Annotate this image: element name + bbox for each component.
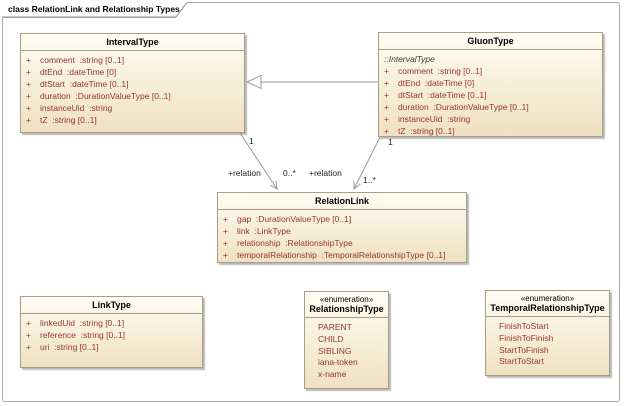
attribute-row: +dtStart :dateTime [0..1] xyxy=(384,90,487,100)
role-label: +relation xyxy=(309,168,342,178)
class-name: TemporalRelationshipType xyxy=(490,303,605,313)
enum-literal: FinishToStart xyxy=(499,321,549,331)
attribute-row: +dtEnd :dateTime [0] xyxy=(384,78,475,88)
diagram-frame xyxy=(2,2,620,402)
diagram-title-tab: class RelationLink and Relationship Type… xyxy=(2,2,188,18)
attribute-row: +comment :string [0..1] xyxy=(26,55,125,65)
enum-literal: CHILD xyxy=(318,333,344,344)
attribute-compartment: +linkedUid :string [0..1] +reference :st… xyxy=(21,314,202,353)
attribute-row: +dtStart :dateTime [0..1] xyxy=(26,79,129,89)
class-name: GluonType xyxy=(467,36,514,46)
class-linktype[interactable]: LinkType +linkedUid :string [0..1] +refe… xyxy=(20,296,203,368)
enum-temporalrelationshiptype[interactable]: «enumeration» TemporalRelationshipType F… xyxy=(485,290,610,376)
attribute-row: +instanceUid :string xyxy=(384,114,471,124)
stereotype-label: «enumeration» xyxy=(319,295,374,304)
class-relationlink[interactable]: RelationLink +gap :DurationValueType [0.… xyxy=(217,192,467,263)
class-name: LinkType xyxy=(92,300,131,310)
attribute-row: +dtEnd :dateTime [0] xyxy=(26,67,117,77)
attribute-row: +comment :string [0..1] xyxy=(384,66,483,76)
class-intervaltype[interactable]: IntervalType +comment :string [0..1] +dt… xyxy=(20,33,245,133)
class-name: RelationshipType xyxy=(309,304,384,314)
enum-literal: x-name xyxy=(318,369,347,380)
attribute-row: +tZ :string [0..1] xyxy=(384,126,455,136)
compartment-separator xyxy=(379,49,602,50)
attribute-compartment: +gap :DurationValueType [0..1] +link :Li… xyxy=(218,210,466,261)
attribute-row: +instanceUid :string xyxy=(26,103,113,113)
attribute-row: +gap :DurationValueType [0..1] xyxy=(223,214,352,224)
class-gluontype[interactable]: GluonType ::IntervalType +comment :strin… xyxy=(378,32,603,137)
multiplicity-label: 1 xyxy=(249,136,254,146)
attribute-row: +duration :DurationValueType [0..1] xyxy=(26,91,171,101)
enum-literal: SIBLING xyxy=(318,345,352,356)
attribute-row: +tZ :string [0..1] xyxy=(26,115,97,125)
attribute-row: +relationship :RelationshipType xyxy=(223,238,353,248)
compartment-separator xyxy=(305,317,388,318)
stereotype-label: «enumeration» xyxy=(520,294,575,303)
inherited-from-label: ::IntervalType xyxy=(384,54,435,64)
role-label: +relation xyxy=(228,168,261,178)
multiplicity-label: 0..* xyxy=(283,168,296,178)
diagram-title: class RelationLink and Relationship Type… xyxy=(2,2,187,17)
compartment-separator xyxy=(21,50,244,51)
attribute-row: +temporalRelationship :TemporalRelations… xyxy=(223,250,446,260)
enum-relationshiptype[interactable]: «enumeration» RelationshipType PARENT CH… xyxy=(304,291,389,389)
attribute-row: +reference :string [0..1] xyxy=(26,330,126,340)
attribute-compartment: +comment :string [0..1] +dtEnd :dateTime… xyxy=(21,51,244,126)
enum-literal: FinishToFinish xyxy=(499,332,554,343)
compartment-separator xyxy=(21,313,202,314)
attribute-row: +linkedUid :string [0..1] xyxy=(26,318,125,328)
attribute-row: +link :LinkType xyxy=(223,226,291,236)
multiplicity-label: 1..* xyxy=(363,175,376,185)
compartment-separator xyxy=(218,209,466,210)
attribute-row: +uri :string [0..1] xyxy=(26,342,99,352)
attribute-compartment: ::IntervalType +comment :string [0..1] +… xyxy=(379,50,602,137)
attribute-row: +duration :DurationValueType [0..1] xyxy=(384,102,529,112)
enum-literal: StartToFinish xyxy=(499,344,549,355)
literal-compartment: FinishToStart FinishToFinish StartToFini… xyxy=(486,317,609,368)
class-name: IntervalType xyxy=(106,37,159,47)
enum-literal: PARENT xyxy=(318,322,352,332)
enum-literal: iana-token xyxy=(318,357,358,368)
class-name: RelationLink xyxy=(314,196,369,206)
enum-literal: StartToStart xyxy=(499,356,544,367)
compartment-separator xyxy=(486,316,609,317)
multiplicity-label: 1 xyxy=(388,137,393,147)
literal-compartment: PARENT CHILD SIBLING iana-token x-name xyxy=(305,318,388,381)
